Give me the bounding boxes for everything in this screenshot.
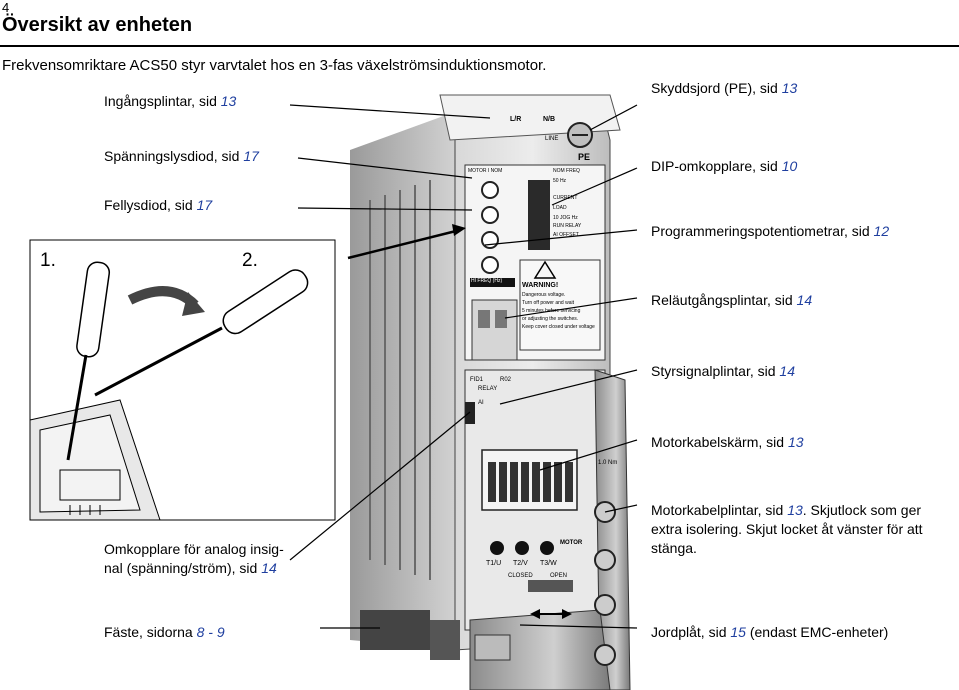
label-text: (endast EMC-enheter)	[745, 624, 889, 640]
page-ref: 13	[220, 93, 237, 109]
label-motor-terminals-line-3: stänga.	[651, 540, 697, 556]
label-text: Styrsignalplintar, sid	[651, 363, 780, 379]
label-analog-switch-line-1: Omkopplare för analog insig-	[104, 541, 284, 557]
marking-line: LINE	[545, 136, 559, 142]
page-ref: 13	[787, 434, 804, 450]
inset-screwdriver-illustration	[29, 239, 336, 521]
label-motor-terminals-line-2: extra isolering. Skjut locket åt vänster…	[651, 521, 923, 537]
marking-dangerous-5: Keep cover closed under voltage	[522, 324, 595, 330]
marking-relay: RELAY	[478, 386, 498, 392]
page-subtitle: Frekvensomriktare ACS50 styr varvtalet h…	[2, 57, 547, 74]
label-text: Jordplåt, sid	[651, 624, 731, 640]
pe-screw	[567, 122, 593, 148]
device-front	[360, 94, 621, 660]
label-input-terminals: Ingångsplintar, sid 13	[104, 93, 236, 109]
page-ref: 14	[796, 292, 813, 308]
label-analog-switch-line-2: nal (spänning/ström), sid 14	[104, 560, 277, 576]
marking-dangerous-4: or adjusting the switches.	[522, 316, 579, 322]
device-side-panel	[350, 110, 460, 650]
marking-t1: T1/U	[486, 560, 502, 567]
page-ref: 17	[196, 197, 213, 213]
marking-hi-freq: HI FREQ (Hz)	[471, 278, 503, 284]
callout-lines	[289, 104, 638, 629]
marking-dangerous-2: Turn off power and wait	[522, 300, 574, 306]
page-ref: 10	[781, 158, 798, 174]
label-text: Fäste, sidorna	[104, 624, 197, 640]
marking-current: CURRENT	[553, 195, 578, 201]
marking-run-relay: RUN RELAY	[553, 223, 582, 229]
label-ground-plate: Jordplåt, sid 15 (endast EMC-enheter)	[651, 624, 888, 640]
label-power-led: Spänningslysdiod, sid 17	[104, 148, 259, 164]
marking-closed: CLOSED	[508, 573, 533, 579]
label-text: DIP-omkopplare, sid	[651, 158, 782, 174]
title-rule	[0, 45, 959, 47]
step-2: 2.	[242, 250, 258, 271]
page-title: Översikt av enheten	[2, 14, 193, 36]
label-text: Programmeringspotentiometrar, sid	[651, 223, 874, 239]
label-text: Reläutgångsplintar, sid	[651, 292, 797, 308]
marking-pe: PE	[578, 152, 591, 162]
marking-motor-nom: MOTOR I NOM	[468, 168, 503, 174]
label-fault-led: Fellysdiod, sid 17	[104, 197, 212, 213]
marking-dangerous-3: 5 minutes before servicing	[522, 308, 581, 314]
marking-open: OPEN	[550, 573, 568, 579]
marking-fid: FID1	[470, 377, 484, 383]
label-protective-earth: Skyddsjord (PE), sid 13	[651, 80, 797, 96]
page-ref: 17	[243, 148, 259, 164]
marking-ai-offset: AI OFFSET	[553, 232, 579, 238]
marking-dangerous-1: Dangerous voltage.	[522, 292, 566, 298]
label-mounting: Fäste, sidorna 8 - 9	[104, 624, 225, 640]
page-ref: 15	[730, 624, 746, 640]
label-motor-cable-screen: Motorkabelskärm, sid 13	[651, 434, 804, 450]
page-ref: 13	[787, 502, 803, 518]
label-text: Ingångsplintar, sid	[104, 93, 221, 109]
marking-t3: T3/W	[540, 560, 557, 567]
marking-torque: 1.0 Nm	[598, 460, 618, 466]
step-1: 1.	[40, 250, 56, 271]
ground-plate	[469, 369, 631, 690]
label-text: . Skjutlock som ger	[802, 502, 922, 518]
page-ref: 14	[779, 363, 795, 379]
marking-jog: 10 JOG Hz	[553, 215, 578, 221]
label-potentiometers: Programmeringspotentiometrar, sid 12	[651, 223, 889, 239]
label-text: Fellysdiod, sid	[104, 197, 197, 213]
page-ref: 9	[216, 624, 225, 640]
page-ref: 13	[781, 80, 798, 96]
marking-r02: R02	[500, 377, 512, 383]
marking-motor: MOTOR	[560, 540, 583, 546]
marking-ai: AI	[478, 400, 484, 406]
label-text: Skyddsjord (PE), sid	[651, 80, 782, 96]
page-ref: 14	[261, 560, 277, 576]
label-text: Motorkabelskärm, sid	[651, 434, 788, 450]
marking-nb: N/B	[543, 116, 556, 123]
label-text: Motorkabelplintar, sid	[651, 502, 788, 518]
label-motor-terminals-line-1: Motorkabelplintar, sid 13. Skjutlock som…	[651, 502, 921, 518]
marking-load: LOAD	[553, 205, 567, 211]
page-ref: 12	[873, 223, 890, 239]
marking-nom-freq: NOM FREQ	[553, 168, 580, 174]
marking-t2: T2/V	[513, 560, 528, 567]
marking-lr: L/R	[510, 116, 522, 123]
label-relay-terminals: Reläutgångsplintar, sid 14	[651, 292, 812, 308]
label-text: Spänningslysdiod, sid	[104, 148, 244, 164]
page-ref-separator: -	[204, 624, 217, 640]
marking-50hz: 50 Hz	[553, 178, 567, 184]
label-dip-switches: DIP-omkopplare, sid 10	[651, 158, 797, 174]
label-control-terminals: Styrsignalplintar, sid 14	[651, 363, 795, 379]
marking-warning: WARNING!	[522, 282, 559, 289]
page-ref: 8	[196, 624, 205, 640]
page-number: 4	[2, 0, 10, 15]
label-text: nal (spänning/ström), sid	[104, 560, 262, 576]
